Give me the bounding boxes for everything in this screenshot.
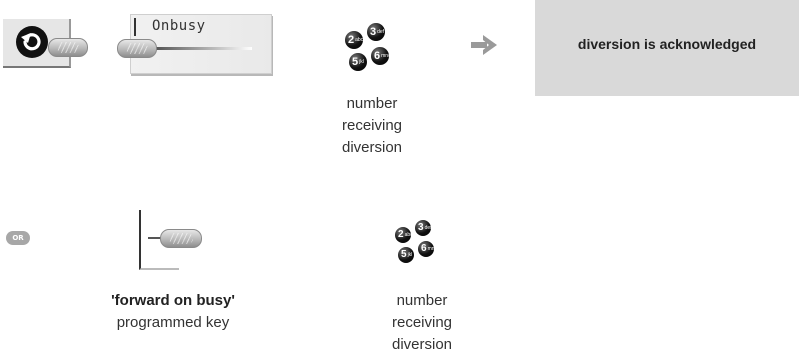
display-softkey[interactable] (117, 39, 157, 58)
key-3: 3def (415, 220, 432, 236)
back-button[interactable] (48, 38, 88, 57)
display-underline (150, 47, 252, 50)
back-arrow-icon (16, 26, 48, 58)
keypad-caption-2: number receiving diversion (391, 292, 453, 353)
key-2: 2abc (345, 31, 363, 49)
or-badge: OR (6, 231, 30, 245)
programmed-key-panel (139, 210, 179, 270)
display-marker (134, 18, 136, 36)
programmed-key-connector (148, 237, 162, 239)
key-5: 5jkl (349, 53, 367, 71)
right-arrow-icon (471, 35, 497, 55)
forward-on-busy-title: 'forward on busy' (111, 292, 235, 309)
keypad-icon: 2abc 3def 5jkl 6mno (345, 23, 393, 73)
key-6: 6mno (371, 47, 391, 65)
key-2: 2abc (395, 227, 413, 243)
keypad-icon-2: 2abc 3def 5jkl 6mno (395, 220, 439, 266)
display-label: Onbusy (152, 18, 206, 34)
keypad-caption: number receiving diversion (341, 95, 403, 156)
key-6: 6mno (418, 241, 437, 257)
key-3: 3def (367, 23, 385, 41)
forward-on-busy-subtitle: programmed key (116, 314, 230, 331)
forward-on-busy-key[interactable] (160, 229, 202, 248)
key-5: 5jkl (398, 247, 414, 263)
result-text: diversion is acknowledged (577, 36, 757, 52)
result-panel (535, 0, 799, 96)
